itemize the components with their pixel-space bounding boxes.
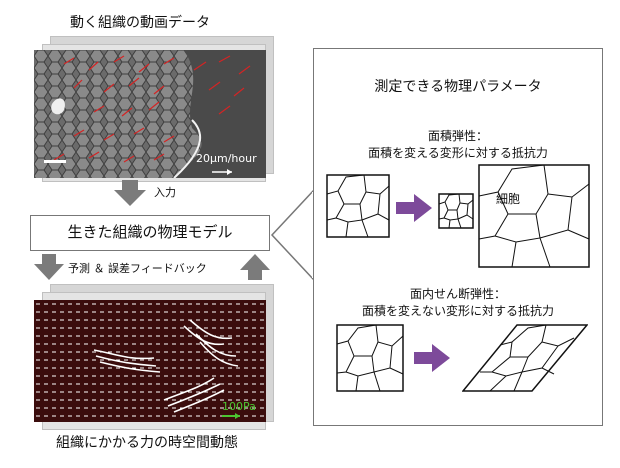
callout-pointer (270, 190, 316, 280)
shear-elasticity-description: 面積を変えない変形に対する抵抗力 (361, 304, 554, 318)
down-arrow-icon (34, 254, 64, 280)
area-elasticity-title: 面積弾性： (427, 129, 488, 143)
purple-arrow-icon (414, 344, 450, 372)
feedback-label: 予測 ＆ 誤差フィードバック (68, 262, 207, 275)
tissue-video-frame (34, 50, 266, 178)
physical-model-box: 生きた組織の物理モデル (30, 215, 270, 251)
cell-tissue-before-shear (336, 324, 404, 392)
params-title: 測定できる物理パラメータ (374, 79, 542, 95)
up-arrow-icon (240, 254, 270, 280)
cell-tissue-original (326, 174, 390, 238)
purple-arrow-icon (396, 194, 432, 222)
shear-elasticity-title: 面内せん断弾性： (409, 287, 506, 301)
force-vectors (93, 319, 239, 413)
cell-tissue-expanded (478, 164, 590, 268)
velocity-arrows (53, 55, 251, 163)
top-image-title: 動く組織の動画データ (70, 15, 210, 31)
down-arrow-icon (114, 180, 146, 206)
area-elasticity-description: 面積を変える変形に対する抵抗力 (368, 146, 548, 160)
force-map-frame (34, 300, 266, 422)
scale-label: 20μm/hour (196, 152, 257, 165)
cell-tissue-compressed (438, 193, 474, 229)
cell-tissue-sheared (462, 324, 588, 392)
bottom-image-title: 組織にかかる力の時空間動態 (56, 435, 238, 451)
cell-label: 細胞 (496, 192, 521, 206)
force-scale-label: 100Pa (222, 400, 256, 413)
input-label: 入力 (154, 186, 176, 199)
